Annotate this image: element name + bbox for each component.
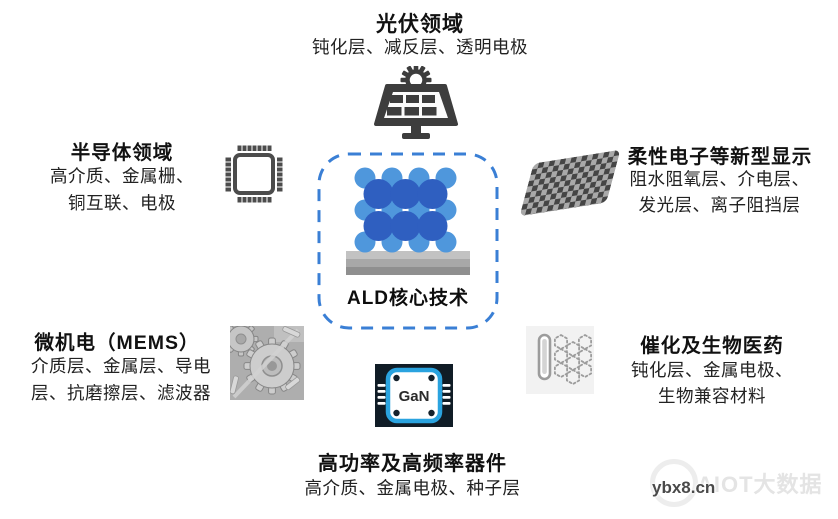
mems-line2: 层、抗磨擦层、滤波器	[31, 383, 211, 403]
photovoltaic-title: 光伏领域	[376, 13, 464, 36]
chip-icon	[225, 145, 283, 203]
flexible-display-line2: 发光层、离子阻挡层	[638, 195, 801, 215]
watermark-site: ybx8.cn	[652, 478, 716, 497]
high-power-line1: 高介质、金属电极、种子层	[304, 478, 521, 498]
gan-chip-icon: GaN	[375, 364, 453, 427]
ald-atoms-icon	[346, 167, 470, 275]
bio-catalysis-line1: 钝化层、金属电极、	[631, 360, 793, 380]
watermark-brand: AIOT大数据	[697, 472, 823, 497]
photovoltaic-line1: 钝化层、减反层、透明电极	[312, 37, 528, 57]
bio-catalysis-line2: 生物兼容材料	[658, 386, 766, 406]
semiconductor-line2: 铜互联、电极	[68, 193, 176, 213]
ald-center-card: ALD核心技术	[316, 151, 500, 331]
ald-center-label: ALD核心技术	[346, 288, 470, 309]
solar-panel-icon	[374, 66, 458, 139]
flexible-mesh-icon	[519, 149, 621, 217]
mems-line1: 介质层、金属层、导电	[31, 356, 211, 376]
dashed-border	[317, 152, 499, 330]
gan-label: GaN	[399, 388, 430, 405]
test-tube-molecule-icon	[526, 326, 594, 394]
flexible-display-line1: 阻水阻氧层、介电层、	[629, 169, 810, 189]
high-power-title: 高功率及高频率器件	[318, 453, 507, 475]
mems-gears-icon	[230, 326, 304, 400]
semiconductor-title: 半导体领域	[70, 142, 174, 164]
semiconductor-line1: 高介质、金属栅、	[50, 166, 194, 186]
flexible-display-title: 柔性电子等新型显示	[627, 146, 813, 168]
watermark-logo-icon	[650, 459, 698, 507]
mems-title: 微机电（MEMS）	[34, 332, 200, 354]
bio-catalysis-title: 催化及生物医药	[640, 335, 784, 357]
